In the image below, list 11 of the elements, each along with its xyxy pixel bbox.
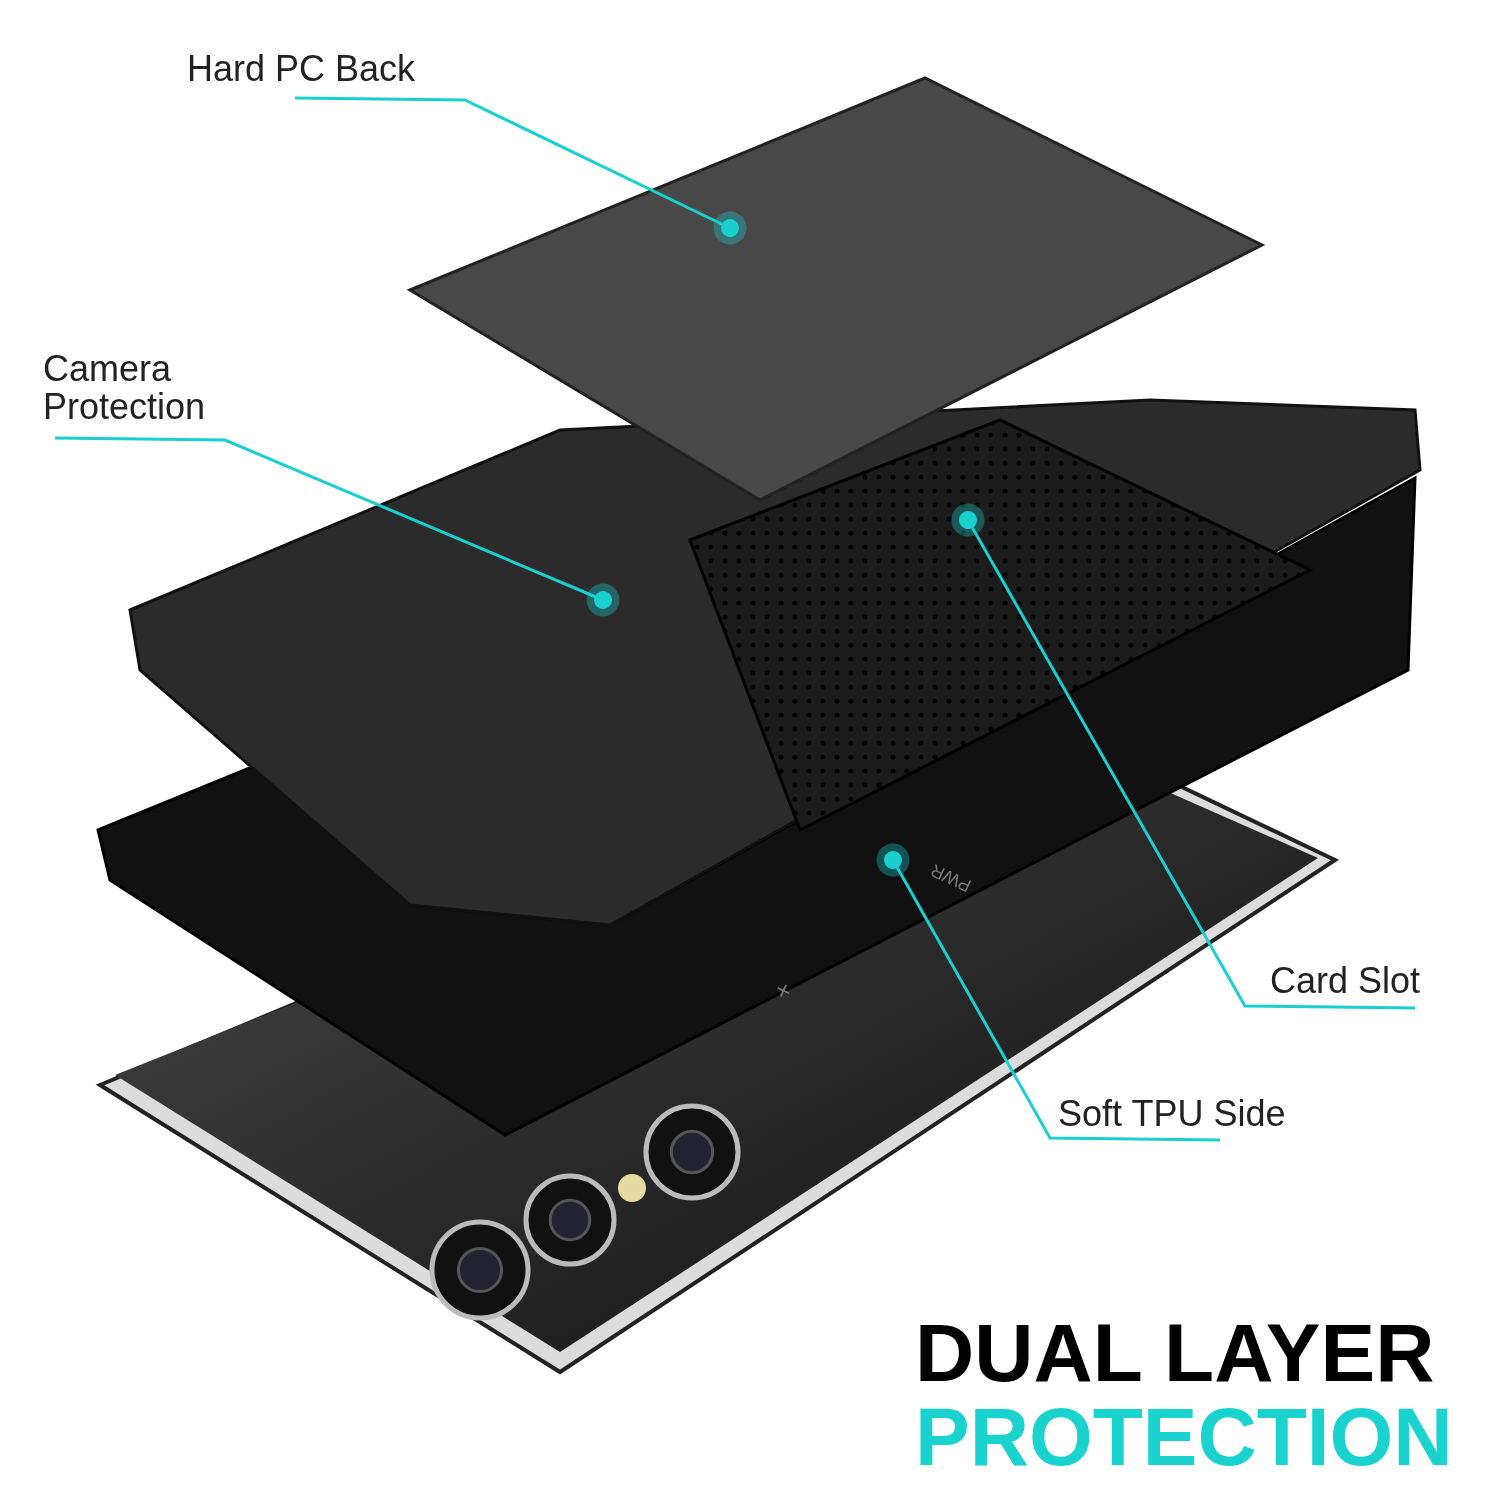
leader-line [295, 96, 747, 245]
leader-line [876, 843, 1220, 1142]
button-marking: + [770, 974, 797, 1007]
callout-label: Hard PC Back [187, 50, 417, 88]
card-slot [688, 418, 1314, 833]
leader-line [951, 503, 1415, 1010]
button-marking: PWR [927, 860, 975, 896]
callout-label: Soft TPU Side [1058, 1095, 1288, 1133]
callout-label: Card Slot [1270, 962, 1430, 1000]
leader-line [55, 436, 620, 617]
callout-label: Camera Protection [43, 350, 243, 426]
